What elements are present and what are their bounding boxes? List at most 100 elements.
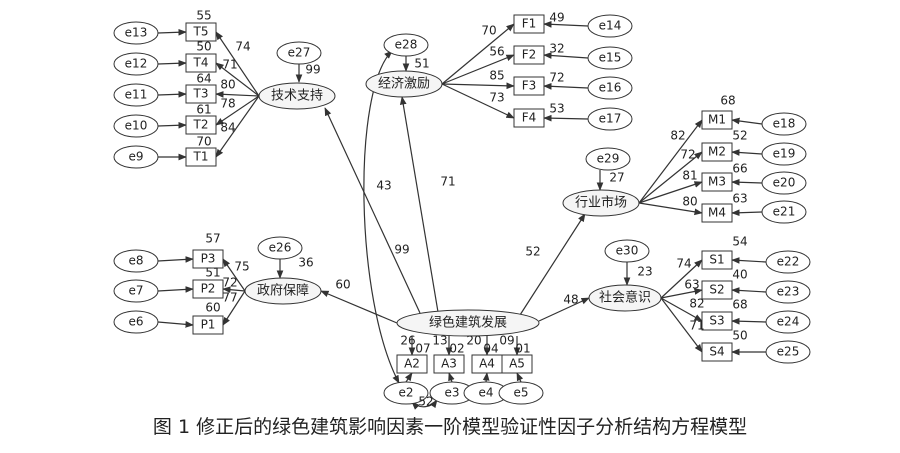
error-label: e13: [125, 26, 148, 40]
indicator-label: S3: [709, 314, 724, 328]
coef-green_gov: 60: [335, 278, 350, 292]
coef-soc_S2: 63: [684, 278, 699, 292]
error-label: e2: [398, 386, 413, 400]
coef-r2_T5: 55: [196, 9, 211, 23]
coef-r2_A4: 04: [483, 342, 498, 356]
error-term-e28: e28: [383, 33, 429, 57]
error-label: e30: [616, 244, 639, 258]
error-term-e29: e29: [585, 147, 631, 171]
edge-err-S3: [731, 317, 767, 325]
error-term-e13: e13: [113, 21, 159, 45]
coef-soc_S4: 71: [689, 319, 704, 333]
indicator-label: T3: [193, 87, 209, 101]
coef-cov_e2_e28: 43: [376, 179, 391, 193]
coef-tech_T1: 84: [220, 121, 235, 135]
indicator-P2: P2: [192, 279, 224, 299]
edge-err-S2: [731, 287, 767, 294]
coef-r2_soc: 23: [637, 265, 652, 279]
edge-err-A2: [405, 372, 413, 383]
coef-green_soc: 48: [563, 293, 578, 307]
edge-tech-T4: [215, 62, 260, 97]
error-label: e10: [125, 119, 148, 133]
coef-gov_P1: 77: [222, 291, 237, 305]
error-term-e27: e27: [276, 41, 322, 65]
indicator-label: A4: [479, 357, 495, 371]
error-label: e11: [125, 88, 148, 102]
error-label: e9: [128, 150, 143, 164]
coef-r2_T3: 64: [196, 72, 211, 86]
coef-green_econ: 71: [440, 175, 455, 189]
coef-r2_S3: 68: [732, 298, 747, 312]
edge-tech-T5: [215, 31, 260, 97]
error-label: e22: [777, 255, 800, 269]
edge-econ-F3: [441, 82, 515, 90]
coef-r2_M3: 66: [732, 162, 747, 176]
edge-gov-P1: [222, 290, 246, 326]
coef-r2_P1: 60: [205, 301, 220, 315]
coef-r2_S1: 54: [732, 235, 747, 249]
indicator-label: A3: [441, 357, 457, 371]
coef-r2_econ: 51: [414, 57, 429, 71]
coef-r2_M4: 63: [732, 192, 747, 206]
edge-err-F2: [543, 52, 589, 59]
coef-r2_A2: 07: [415, 342, 430, 356]
edge-ind-M1: [638, 119, 703, 204]
indicator-S4: S4: [701, 342, 733, 362]
error-term-e14: e14: [587, 14, 633, 38]
edge-tech-T2: [215, 95, 260, 126]
error-label: e12: [125, 57, 148, 71]
indicator-S1: S1: [701, 250, 733, 270]
indicator-label: P1: [201, 318, 216, 332]
indicator-T5: T5: [185, 22, 217, 42]
indicator-S3: S3: [701, 311, 733, 331]
coef-gov_P2: 72: [222, 276, 237, 290]
coef-r2_T4: 50: [196, 40, 211, 54]
edge-err-A3: [448, 372, 455, 383]
coef-tech_T2: 78: [220, 97, 235, 111]
error-label: e18: [773, 117, 796, 131]
coef-green_ind: 52: [525, 245, 540, 259]
indicator-label: P3: [201, 252, 216, 266]
coef-green_A5: 09: [499, 334, 514, 348]
error-term-e16: e16: [587, 76, 633, 100]
coef-ind_M1: 82: [670, 129, 685, 143]
error-term-e4: e4: [463, 381, 509, 405]
indicator-F2: F2: [513, 45, 545, 65]
edge-soc-S4: [660, 297, 703, 353]
error-label: e6: [128, 315, 143, 329]
coef-soc_S3: 82: [689, 297, 704, 311]
indicator-label: F1: [522, 17, 537, 31]
error-label: e5: [513, 386, 528, 400]
indicator-P1: P1: [192, 315, 224, 335]
coef-r2_S2: 40: [732, 268, 747, 282]
edge-err-F3: [543, 82, 589, 90]
error-label: e19: [773, 147, 796, 161]
edge-err-T3: [157, 90, 187, 98]
latent-label: 经济激励: [378, 77, 430, 92]
indicator-A3: A3: [433, 354, 465, 374]
coef-green_A2: 26: [400, 334, 415, 348]
indicator-label: M3: [708, 175, 726, 189]
coef-green_A3: 13: [432, 334, 447, 348]
coefficient-labels: 5550646170747180788449327253705685735751…: [196, 9, 747, 409]
error-label: e7: [128, 284, 143, 298]
latent-tech: 技术支持: [258, 82, 336, 110]
error-term-e10: e10: [113, 114, 159, 138]
error-label: e17: [599, 112, 622, 126]
figure-caption: 图 1 修正后的绿色建筑影响因素一阶模型验证性因子分析结构方程模型: [152, 416, 748, 438]
coef-r2_M1: 68: [720, 94, 735, 108]
coef-r2_ind: 27: [609, 171, 624, 185]
coef-r2_gov: 36: [298, 256, 313, 270]
indicator-M2: M2: [701, 142, 733, 162]
coef-green_A4: 20: [466, 334, 481, 348]
latent-label: 政府保障: [257, 284, 309, 299]
coef-r2_F2: 32: [549, 42, 564, 56]
error-term-e18: e18: [761, 112, 807, 136]
coef-gov_P3: 75: [234, 260, 249, 274]
error-term-e15: e15: [587, 46, 633, 70]
error-label: e26: [269, 241, 292, 255]
error-term-e25: e25: [765, 340, 811, 364]
coef-econ_F2: 56: [489, 45, 504, 59]
coef-r2_F3: 72: [549, 71, 564, 85]
latent-label: 技术支持: [271, 89, 323, 104]
